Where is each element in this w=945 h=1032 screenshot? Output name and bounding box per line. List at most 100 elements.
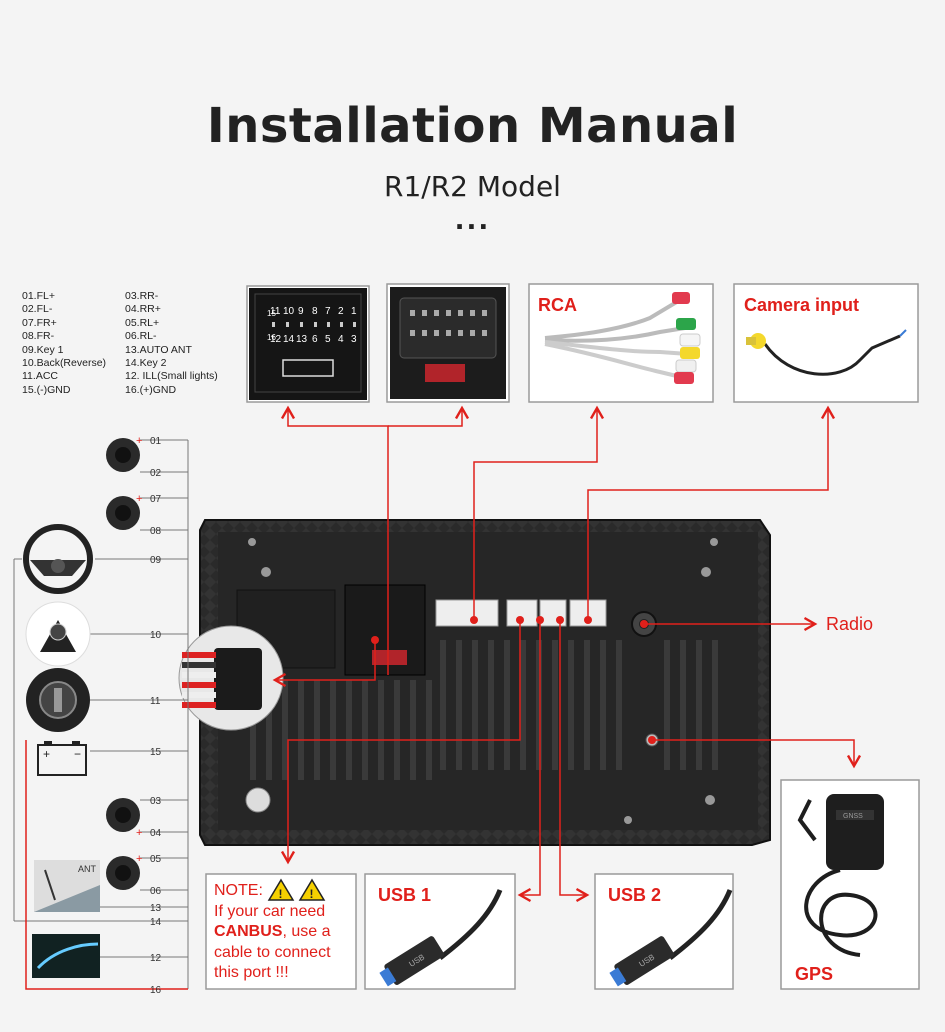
conn-num-16: 16 <box>267 333 276 342</box>
svg-text:+: + <box>136 827 142 839</box>
pin-legend-right: 03.RR- 04.RR+ 05.RL+ 06.RL- 13.AUTO ANT … <box>125 290 218 397</box>
conn-num: 12 <box>270 334 282 345</box>
gps-label: GPS <box>795 964 834 984</box>
note-line-rest: , use a <box>282 923 331 940</box>
wire-label: 11 <box>150 696 161 707</box>
pin-item: 12. ILL(Small lights) <box>125 370 218 383</box>
pin-item: 14.Key 2 <box>125 357 167 370</box>
conn-num: 14 <box>283 334 295 345</box>
pin-item: 07.FR+ <box>22 316 57 329</box>
pin-item: 03.RR- <box>125 290 159 302</box>
connection-lines <box>272 405 862 903</box>
headlight-image <box>32 934 100 978</box>
pin-item: 10.Back(Reverse) <box>22 357 107 370</box>
wire-label: 13 <box>150 903 162 914</box>
conn-bottom-numbers: 12 14 13 6 5 4 3 <box>270 334 357 345</box>
steering-wheel-icon <box>23 524 93 594</box>
gps-antenna-image: GNSS <box>797 794 884 957</box>
usb2-cable-image: USB <box>609 889 733 987</box>
conn-num: 11 <box>270 306 281 317</box>
wire-label: 07 <box>150 494 162 505</box>
svg-text:!: ! <box>279 887 283 901</box>
backup-camera-icon <box>25 601 91 667</box>
pin-item: 13.AUTO ANT <box>125 343 192 356</box>
canbus-pigtail-image <box>178 625 284 731</box>
pin-item: 02.FL- <box>22 303 53 316</box>
conn-num: 4 <box>338 334 344 345</box>
conn-num: 3 <box>351 334 357 345</box>
pin-item: 11.ACC <box>22 370 58 383</box>
ellipsis: ... <box>454 206 491 236</box>
battery-icon: +− <box>37 741 87 776</box>
pin-item: 08.FR- <box>22 330 55 343</box>
head-unit-back <box>199 519 771 846</box>
svg-text:+: + <box>136 435 142 447</box>
wire-label: 14 <box>150 917 162 928</box>
wire-label: 05 <box>150 854 162 865</box>
note-title: NOTE: <box>214 882 263 899</box>
svg-text:−: − <box>74 747 81 761</box>
warning-icon: ! <box>267 878 295 901</box>
note-line: cable to connect <box>214 943 331 961</box>
antenna-image: ANT <box>34 860 100 912</box>
speaker-icon <box>106 798 140 832</box>
pin-item: 05.RL+ <box>125 316 160 329</box>
page-title: Installation Manual <box>206 98 739 154</box>
camera-input-box <box>733 283 919 403</box>
canbus-note: NOTE: If your car need CANBUS, use a cab… <box>214 881 354 984</box>
speaker-icon <box>106 438 140 472</box>
usb2-label: USB 2 <box>608 885 662 905</box>
conn-num: 9 <box>298 306 304 317</box>
rca-box <box>528 283 714 403</box>
conn-num: 6 <box>312 334 318 345</box>
svg-text:+: + <box>136 853 142 865</box>
svg-text:!: ! <box>310 887 314 901</box>
warning-icon: ! <box>298 878 326 901</box>
wire-label: 08 <box>150 526 162 537</box>
speaker-icon <box>106 856 140 890</box>
pin-item: 01.FL+ <box>22 290 55 302</box>
pin-item: 04.RR+ <box>125 303 161 316</box>
conn-num: 13 <box>296 334 308 345</box>
harness-lines <box>13 439 189 989</box>
note-line: If your car need <box>214 902 326 920</box>
wire-label: 02 <box>150 468 162 479</box>
pin-legend-left: 01.FL+ 02.FL- 07.FR+ 08.FR- 09.Key 1 10.… <box>22 290 106 397</box>
note-line-canbus: CANBUS, use a <box>214 922 354 943</box>
speaker-icon <box>106 496 140 530</box>
wire-label: 03 <box>150 796 162 807</box>
conn-num: 8 <box>312 306 318 317</box>
conn-num: 1 <box>351 306 357 317</box>
wire-label: 16 <box>150 985 162 996</box>
model-subtitle: R1/R2 Model <box>384 170 561 203</box>
conn-num: 7 <box>325 306 331 317</box>
svg-text:+: + <box>43 747 50 761</box>
wire-label: 06 <box>150 886 162 897</box>
ant-label: ANT <box>78 864 97 874</box>
conn-num: 2 <box>338 306 344 317</box>
rca-label: RCA <box>538 295 577 315</box>
conn-pins-a <box>272 322 356 327</box>
radio-label: Radio <box>826 614 874 634</box>
pin-item: 16.(+)GND <box>125 383 177 396</box>
wire-label: 01 <box>150 436 162 447</box>
iso-connector-box-numbered <box>246 285 370 403</box>
conn-num: 10 <box>283 306 295 317</box>
pin-item: 06.RL- <box>125 330 157 343</box>
wire-label: 04 <box>150 828 162 839</box>
pin-item: 09.Key 1 <box>22 343 64 356</box>
wire-label: 15 <box>150 747 162 758</box>
gps-unit-label: GNSS <box>843 813 863 820</box>
usb1-label: USB 1 <box>378 885 432 905</box>
conn-num-15: 15 <box>267 309 276 318</box>
canbus-keyword: CANBUS <box>214 923 283 940</box>
usb1-cable-image: USB <box>379 889 503 987</box>
camera-input-label: Camera input <box>744 295 860 315</box>
wire-labels: 01 02 07 08 09 10 11 15 03 04 05 06 13 1… <box>150 436 162 996</box>
pin-item: 15.(-)GND <box>22 383 71 396</box>
conn-num: 5 <box>325 334 331 345</box>
svg-text:+: + <box>136 493 142 505</box>
iso-connector-box-photo <box>386 283 510 403</box>
conn-top-numbers: 11 10 9 8 7 2 1 <box>270 306 357 317</box>
